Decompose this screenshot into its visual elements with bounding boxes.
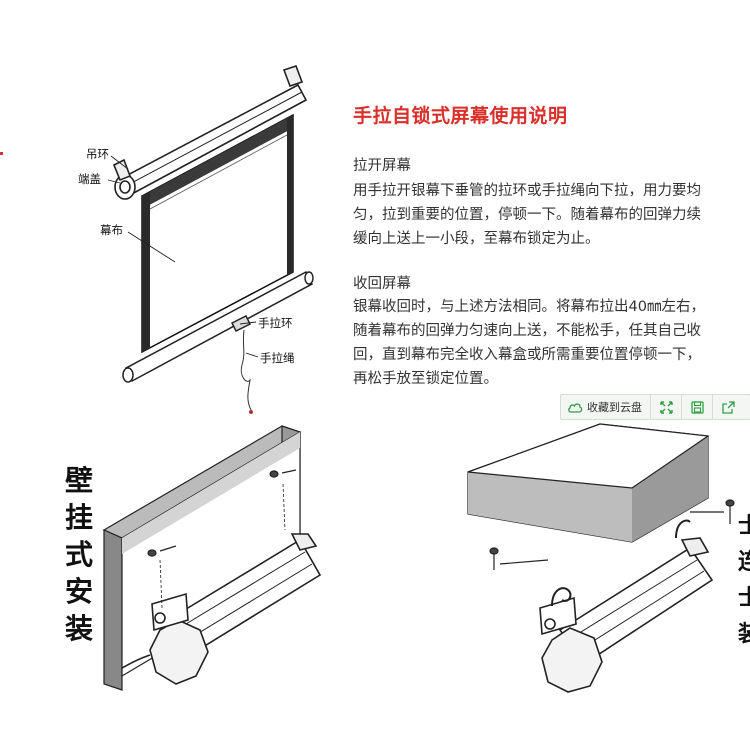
save-to-cloud-button[interactable]: 收藏到云盘 [561,395,651,419]
label-pull-ring: 手拉环 [258,316,293,330]
wall-mount-char: 壁 [64,464,93,497]
wall-mount-label: 壁 挂 式 安 装 [62,462,96,647]
wall-mount-char: 挂 [64,501,93,534]
wall-roller-left [121,533,322,685]
share-button[interactable] [713,395,743,419]
label-screen-fabric: 幕布 [100,223,123,237]
wall-mount-char: 安 [64,575,93,608]
expand-icon [659,400,673,414]
fullscreen-button[interactable] [651,395,682,419]
top-roller [112,64,308,200]
save-image-button[interactable] [682,395,713,419]
section-line: 银幕收回时，与上述方法相同。将幕布拉出40㎜左右， [353,299,705,315]
edge-mark [0,152,3,155]
save-to-cloud-label: 收藏到云盘 [587,401,642,414]
section-line: 缓向上送上一小段，至幕布锁定为止。 [353,231,600,247]
label-pull-cord: 手拉绳 [260,351,295,365]
section-line: 匀，拉到重要的位置，停顿一下。随着幕布的回弹力续 [353,207,701,223]
label-hanging-ring: 吊环 [86,147,109,161]
section-line: 再松手放至锁定位置。 [353,371,498,387]
wall-mount-char: 装 [64,612,93,645]
section-close: 收回屏幕 银幕收回时，与上述方法相同。将幕布拉出40㎜左右， 随着幕布的回弹力匀… [353,272,750,391]
ceiling-mount-label-fragment: 士 连 士 装 [738,508,750,652]
cloud-icon [568,403,583,413]
label-end-cap: 端盖 [78,172,101,186]
fragment-char: 士 [738,513,750,539]
fragment-char: 连 [738,549,750,575]
image-toolbar: 收藏到云盘 [560,394,750,420]
page-title: 手拉自锁式屏幕使用说明 [353,105,568,127]
section-line: 随着幕布的回弹力匀速向上送，不能松手，任其自己收 [353,323,701,339]
leader-lines [107,155,259,358]
section-heading: 收回屏幕 [353,276,411,292]
pull-cord [240,329,252,411]
floppy-disk-icon [690,400,704,414]
share-icon [721,400,735,414]
screen-fabric [141,113,294,354]
section-line: 回，直到幕布完全收入幕盒或所需重要位置停顿一下， [353,347,701,363]
section-heading: 拉开屏幕 [353,158,411,174]
fragment-char: 装 [738,621,750,647]
section-line: 用手拉开银幕下垂管的拉环或手拉绳向下拉，用力要均 [353,183,701,199]
wall-screws-left [147,469,297,609]
ceiling-roller-right [539,537,714,693]
section-open: 拉开屏幕 用手拉开银幕下垂管的拉环或手拉绳向下拉，用力要均 匀，拉到重要的位置，… [353,154,750,251]
ceiling-block-right [467,423,710,543]
hooks-right [551,519,691,607]
fragment-char: 士 [738,585,750,611]
bottom-bar [122,270,314,383]
screws-right [489,499,735,570]
wall-mount-char: 式 [64,538,93,571]
